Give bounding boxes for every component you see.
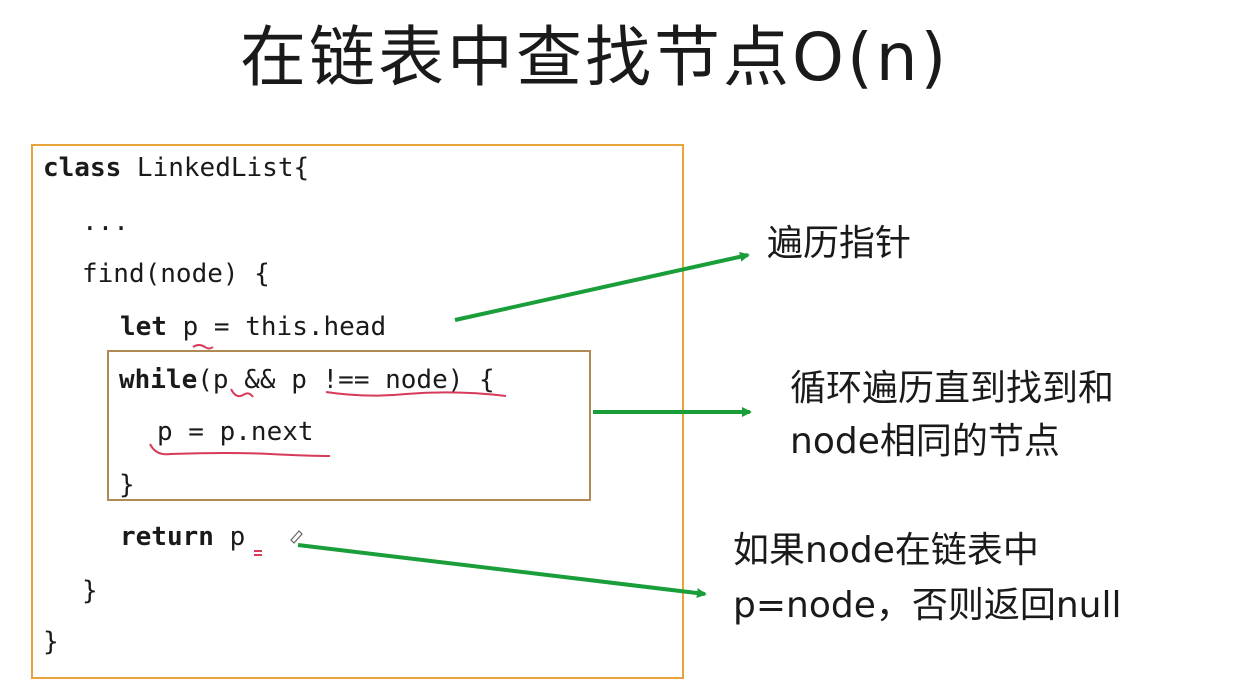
pencil-icon [290,530,303,544]
label-result-line2: p=node，否则返回null [733,585,1122,626]
arrow-pointer [454,251,750,322]
underline-assign [149,443,331,457]
code-line-find: find(node) { [82,259,270,289]
label-result-line1: 如果node在链表中 [733,530,1039,571]
underline-return-p [254,550,262,556]
while-loop-box [107,350,591,501]
arrow-result [297,543,707,599]
code-line-let: let p = this.head [120,312,387,342]
label-pointer: 遍历指针 [767,223,912,264]
code-line-ellipsis: ... [82,207,129,237]
code-line-class: class LinkedList{ [43,153,310,183]
label-loop-line2: node相同的节点 [790,421,1060,462]
underline-while-p [230,388,254,398]
code-line-while: while(p && p !== node) { [119,365,495,395]
code-line-class-close: } [43,627,59,657]
slide-title: 在链表中查找节点O(n) [240,19,950,96]
code-line-find-close: } [82,576,98,606]
underline-let-p [192,344,214,350]
code-line-assign: p = p.next [157,417,314,447]
code-line-return: return p [120,522,246,552]
label-loop-line1: 循环遍历直到找到和 [790,368,1115,409]
underline-condition [325,391,507,397]
code-line-while-close: } [119,470,135,500]
